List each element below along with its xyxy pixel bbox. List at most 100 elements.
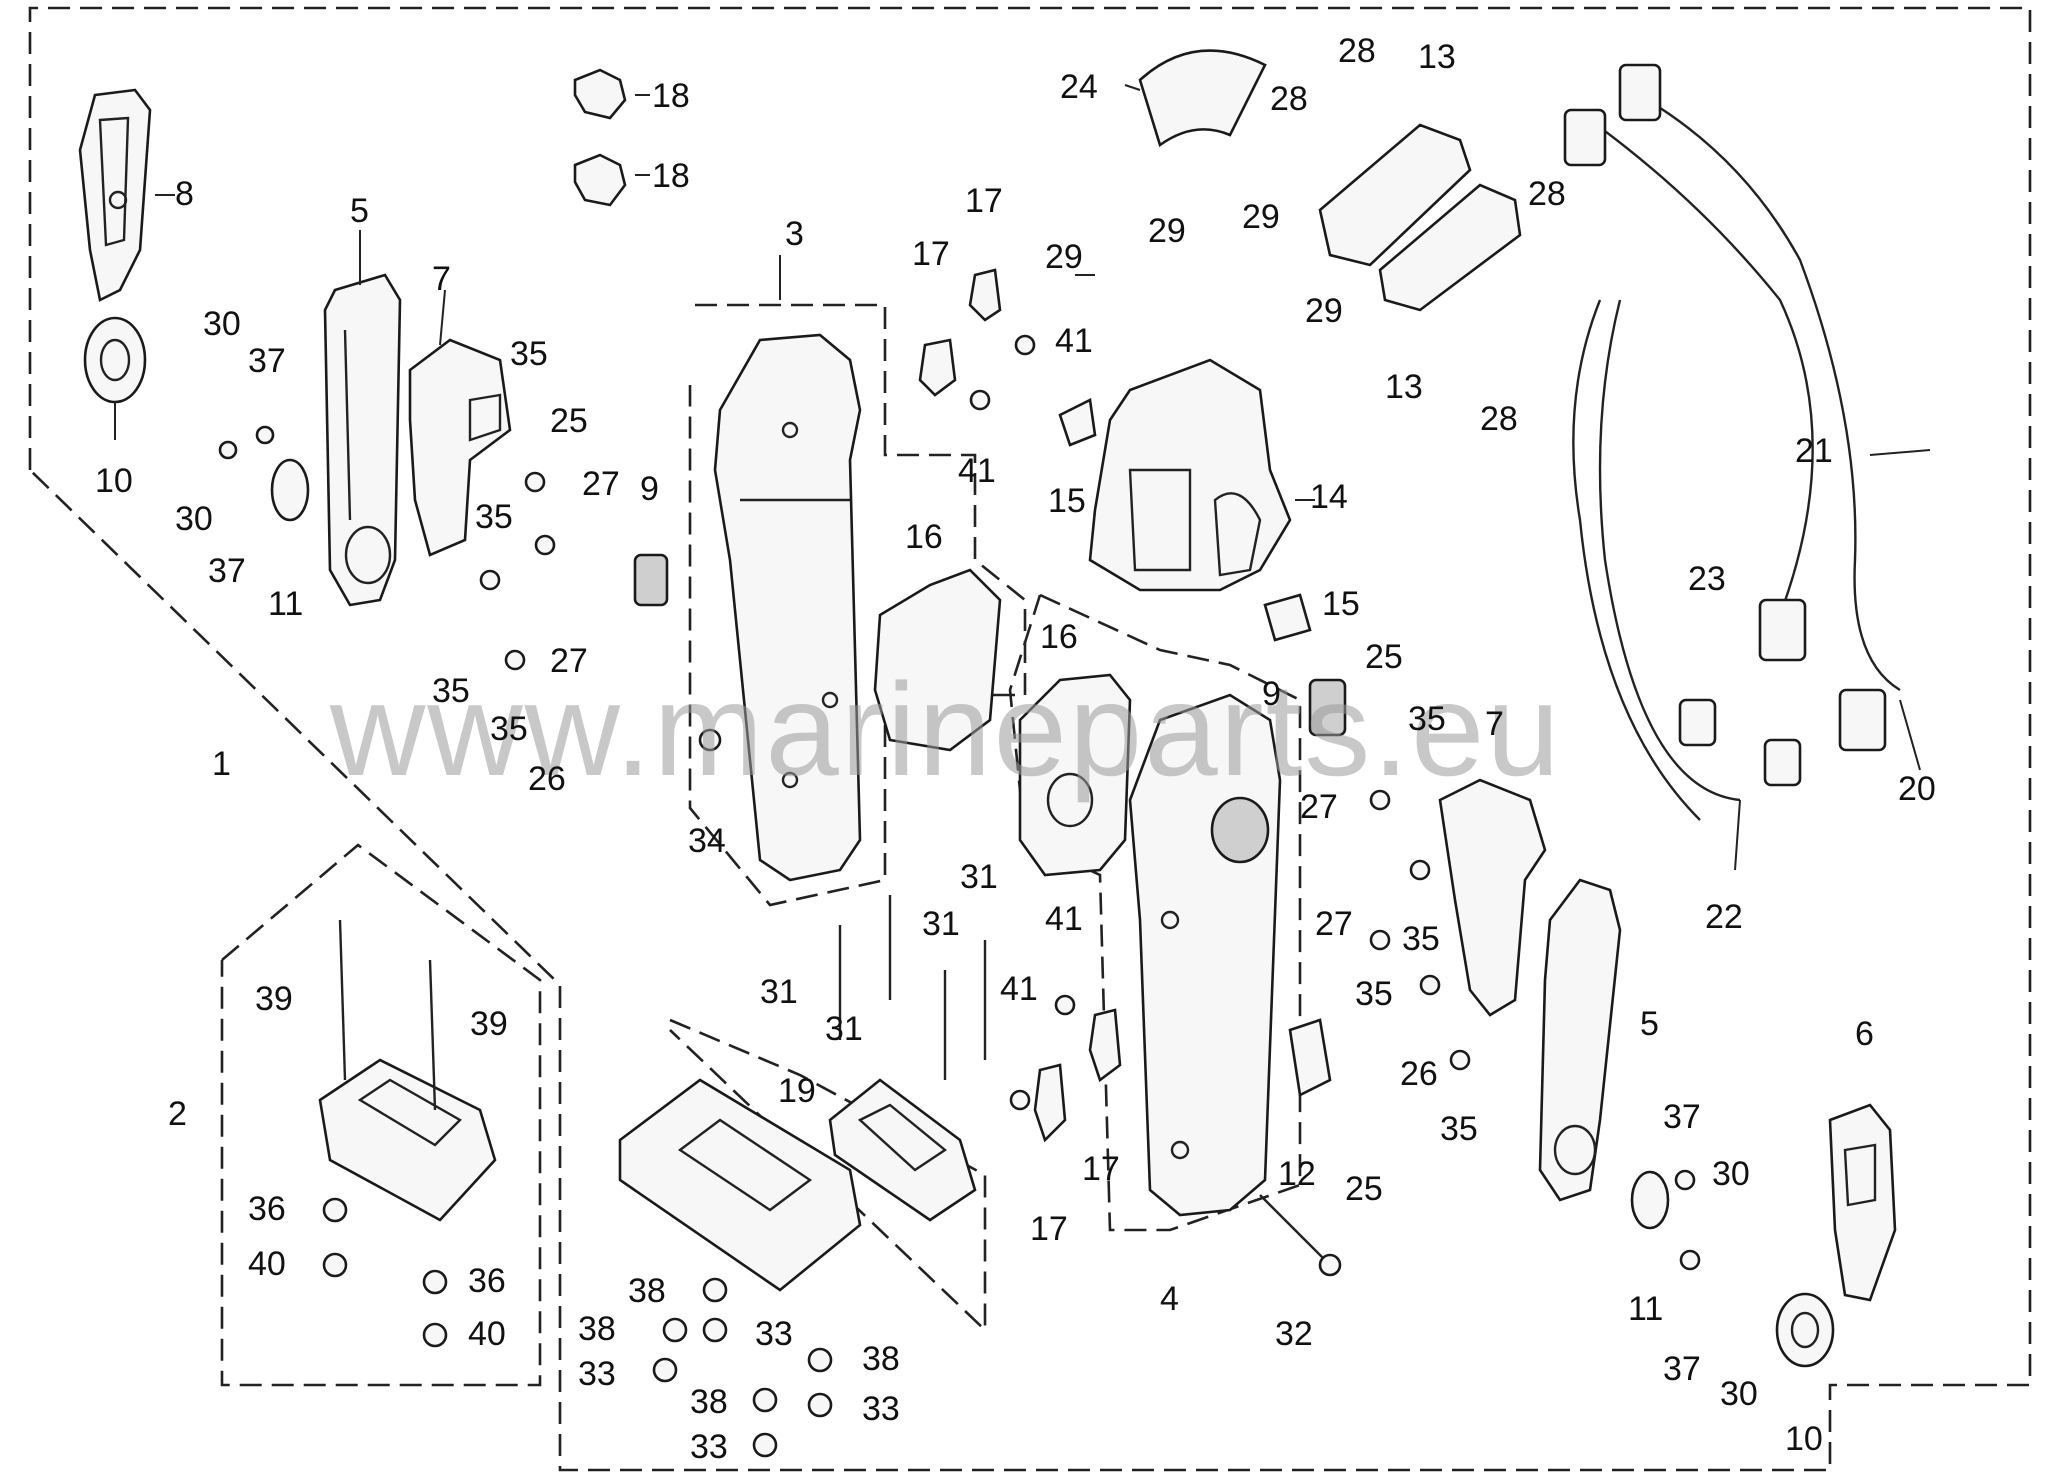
callout-13a: 13: [1418, 38, 1456, 76]
callout-39a: 39: [255, 980, 293, 1018]
callout-40a: 40: [248, 1245, 286, 1283]
callout-30d: 30: [1720, 1375, 1758, 1413]
callout-17b: 17: [965, 182, 1003, 220]
bolt-31-set: [838, 895, 987, 1080]
callout-29a: 29: [1242, 198, 1280, 236]
bracket-13-lower: [1378, 183, 1522, 312]
callout-35g: 35: [1355, 975, 1393, 1013]
callout-27c: 27: [1300, 788, 1338, 826]
knob-18-a: [573, 68, 627, 120]
callout-24: 24: [1060, 68, 1098, 106]
console-cover-14: [1088, 358, 1292, 592]
callout-22: 22: [1705, 898, 1743, 936]
knob-18-b: [573, 153, 627, 207]
callout-9a: 9: [640, 470, 659, 508]
washer-11-right: [1630, 1170, 1670, 1230]
callout-26b: 26: [1400, 1055, 1438, 1093]
assembly-1-boundary: [28, 6, 2032, 1472]
callout-41a: 41: [1055, 322, 1093, 360]
callout-40b: 40: [468, 1315, 506, 1353]
callout-28d: 28: [1480, 400, 1518, 438]
callout-18b: 18: [652, 157, 690, 195]
cap-9-right: [1308, 678, 1347, 737]
callout-31d: 31: [825, 1010, 863, 1048]
bolt-32: [1259, 1194, 1342, 1277]
callout-37d: 37: [1663, 1350, 1701, 1388]
spacer-block-2: [318, 919, 497, 1222]
callout-13b: 13: [1385, 368, 1423, 406]
control-arm-5-left: [323, 273, 402, 607]
clip-17-b: [968, 268, 1002, 322]
assembly-3-boundary: [688, 303, 1027, 907]
clip-15-lower: [1263, 593, 1312, 642]
callout-23: 23: [1688, 560, 1726, 598]
callout-33d: 33: [690, 1428, 728, 1466]
callout-18a: 18: [652, 77, 690, 115]
callout-28a: 28: [1338, 32, 1376, 70]
washer-11-left: [270, 458, 310, 522]
callout-36b: 36: [468, 1262, 506, 1300]
callout-25c: 25: [1345, 1170, 1383, 1208]
assembly-19-boundary: [669, 1018, 987, 1334]
callout-35f: 35: [1402, 920, 1440, 958]
callout-38d: 38: [690, 1383, 728, 1421]
callout-35b: 35: [475, 498, 513, 536]
callout-32: 32: [1275, 1315, 1313, 1353]
callout-35a: 35: [510, 335, 548, 373]
callout-25a: 25: [550, 402, 588, 440]
grommet-10-left: [83, 316, 147, 404]
callout-35d: 35: [490, 710, 528, 748]
callout-8: 8: [175, 175, 194, 213]
callout-9b: 9: [1262, 675, 1281, 713]
cover-24: [1138, 49, 1267, 148]
control-arm-5-right: [1538, 878, 1622, 1202]
callout-33c: 33: [862, 1390, 900, 1428]
callout-30a: 30: [203, 305, 241, 343]
shift-bracket-7-left: [408, 338, 512, 557]
control-housing-3: [713, 333, 862, 882]
callout-30c: 30: [1712, 1155, 1750, 1193]
callout-33b: 33: [578, 1355, 616, 1393]
callout-17c: 17: [1030, 1210, 1068, 1248]
callout-41b: 41: [958, 452, 996, 490]
wiring-harness: [1563, 63, 1901, 821]
gasket-19: [828, 1078, 977, 1222]
callout-29d: 29: [1305, 292, 1343, 330]
clip-15-upper: [1058, 398, 1097, 447]
callout-36a: 36: [248, 1190, 286, 1228]
callout-31a: 31: [760, 973, 798, 1011]
small-hardware: [218, 334, 1701, 1271]
callout-3: 3: [785, 215, 804, 253]
clip-17-c: [1033, 1063, 1067, 1143]
callout-14: 14: [1310, 478, 1348, 516]
callout-38a: 38: [628, 1272, 666, 1310]
callout-28b: 28: [1270, 80, 1308, 118]
callout-29b: 29: [1148, 212, 1186, 250]
callout-15b: 15: [1322, 585, 1360, 623]
base-plate: [618, 1078, 862, 1292]
callout-16b: 16: [1040, 618, 1078, 656]
callout-5a: 5: [350, 192, 369, 230]
callout-31b: 31: [922, 905, 960, 943]
callout-10b: 10: [1785, 1420, 1823, 1458]
leader-lines: [114, 84, 1931, 871]
callout-19: 19: [778, 1072, 816, 1110]
shift-bracket-7-right: [1438, 778, 1547, 1017]
callout-37a: 37: [248, 342, 286, 380]
callout-11b: 11: [1628, 1290, 1663, 1328]
callout-10a: 10: [95, 462, 133, 500]
callout-29c: 29: [1045, 238, 1083, 276]
callout-16a: 16: [905, 518, 943, 556]
assembly-2-boundary: [220, 843, 542, 1387]
callout-31c: 31: [960, 858, 998, 896]
bracket-13-upper: [1318, 123, 1472, 267]
cap-9-left: [633, 553, 669, 607]
callout-labels: 1 2 3 4 5 5 6 7 7 8 9 9 10 10 11 11 12 1…: [95, 32, 1936, 1466]
lever-handle-8: [78, 88, 152, 302]
callout-5b: 5: [1640, 1005, 1659, 1043]
control-housing-4: [1128, 693, 1282, 1217]
callout-25b: 25: [1365, 638, 1403, 676]
callout-30b: 30: [175, 500, 213, 538]
callout-41c: 41: [1045, 900, 1083, 938]
